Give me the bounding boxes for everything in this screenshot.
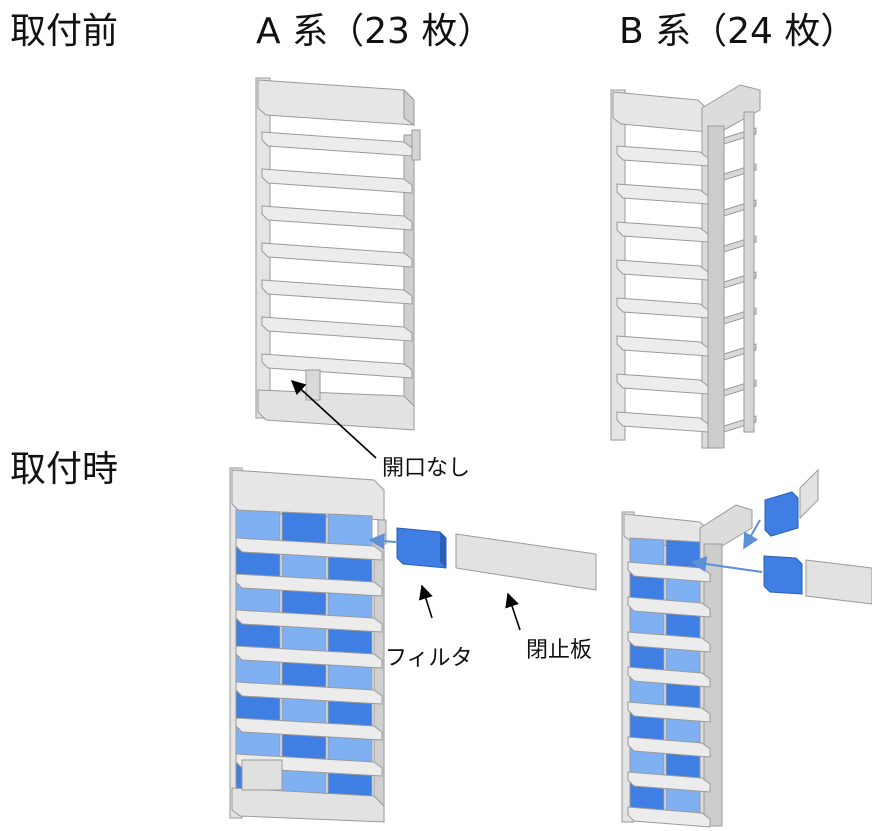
shelf bbox=[616, 297, 709, 319]
label-no-opening: 開口なし bbox=[382, 456, 471, 481]
shelves-a bbox=[261, 131, 413, 379]
filter-unit-b-upper bbox=[764, 491, 799, 537]
shelf bbox=[627, 771, 711, 793]
filter-cell bbox=[327, 513, 373, 547]
arrow-insert-a bbox=[368, 533, 397, 550]
shelves-b-during bbox=[627, 561, 711, 828]
arrow-filter bbox=[418, 584, 433, 619]
arrow-no-opening bbox=[290, 380, 377, 459]
arrow-insert-b-upper bbox=[743, 519, 761, 550]
label-system-a: A 系（23 枚） bbox=[256, 11, 494, 52]
shelf bbox=[261, 353, 413, 379]
filter-unit-b-lower bbox=[763, 555, 803, 595]
frame-a-during bbox=[229, 467, 387, 823]
shelf bbox=[261, 316, 413, 342]
shelf bbox=[616, 183, 709, 205]
shelf bbox=[261, 168, 413, 194]
frame-a-before bbox=[255, 77, 421, 431]
filters-b bbox=[629, 537, 701, 816]
arrow-closure-plate bbox=[505, 592, 521, 631]
shelf bbox=[235, 681, 383, 705]
label-filter: フィルタ bbox=[385, 646, 473, 671]
shelf bbox=[616, 145, 709, 167]
shelf bbox=[235, 645, 383, 669]
shelf bbox=[616, 221, 709, 243]
closure-plate-b-upper bbox=[799, 468, 819, 520]
label-closure-plate: 閉止板 bbox=[526, 638, 593, 663]
filter-cell bbox=[235, 509, 281, 543]
frame-b-before bbox=[610, 84, 761, 449]
filter-unit-a bbox=[396, 527, 447, 569]
shelf bbox=[261, 242, 413, 268]
closure-plate-a bbox=[455, 533, 597, 591]
shelf bbox=[616, 373, 709, 395]
shelf bbox=[616, 259, 709, 281]
shelf bbox=[627, 631, 711, 653]
shelf bbox=[235, 717, 383, 741]
shelf bbox=[261, 205, 413, 231]
shelf bbox=[261, 279, 413, 305]
frame-b-during bbox=[621, 504, 753, 828]
shelf bbox=[235, 573, 383, 597]
shelves-b bbox=[616, 145, 709, 433]
arrow-insert-b-lower bbox=[690, 556, 763, 573]
shelf bbox=[627, 701, 711, 723]
shelf bbox=[235, 609, 383, 633]
shelf bbox=[261, 131, 413, 157]
shelf bbox=[627, 736, 711, 758]
closure-plate-b-lower bbox=[805, 559, 872, 605]
shelf bbox=[627, 806, 711, 828]
label-system-b: B 系（24 枚） bbox=[619, 11, 857, 52]
label-during: 取付時 bbox=[10, 449, 119, 490]
shelf bbox=[627, 666, 711, 688]
shelf bbox=[627, 596, 711, 618]
shelf bbox=[616, 411, 709, 433]
shelf bbox=[616, 335, 709, 357]
label-before: 取付前 bbox=[10, 11, 119, 52]
filter-cell bbox=[281, 511, 327, 545]
